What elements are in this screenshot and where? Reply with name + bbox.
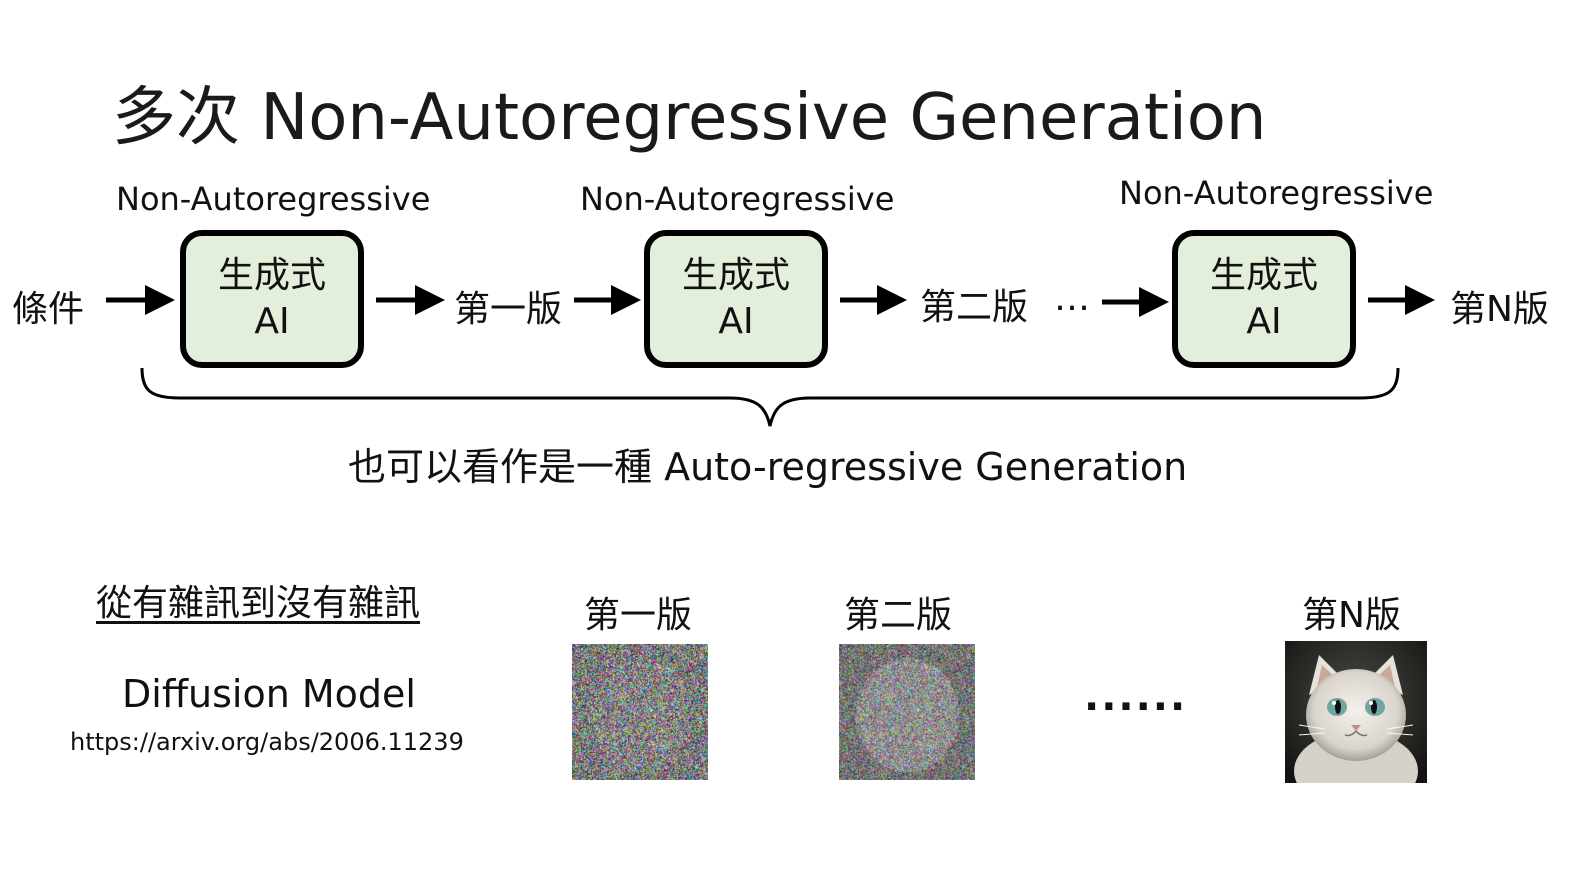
brace-caption: 也可以看作是一種 Auto-regressive Generation [348,445,1188,489]
noisy-image-2 [839,644,975,780]
flow-ellipsis: … [1054,278,1090,319]
condition-label: 條件 [12,289,85,330]
stage-label-2: Non-Autoregressive [580,180,895,218]
box-text-line2: AI [718,301,754,342]
box-text-line2: AI [254,301,290,342]
bottom-version-2-label: 第二版 [844,595,953,636]
cat-image [1285,641,1427,783]
curly-brace [140,367,1400,427]
version-2-label: 第二版 [920,287,1029,328]
noise-heading: 從有雜訊到沒有雜訊 [96,583,421,624]
generative-ai-box-2: 生成式 AI [644,230,828,368]
box-text-line2: AI [1246,301,1282,342]
box-text-line1: 生成式 [681,255,790,296]
stage-label-1: Non-Autoregressive [116,180,431,218]
noisy-image-1 [572,644,708,780]
generative-ai-box-1: 生成式 AI [180,230,364,368]
slide-title: 多次 Non-Autoregressive Generation [112,81,1267,155]
bottom-version-1-label: 第一版 [584,595,693,636]
box-text-line1: 生成式 [1209,255,1318,296]
version-1-label: 第一版 [454,289,563,330]
box-text-line1: 生成式 [217,255,326,296]
bottom-version-n-label: 第N版 [1302,595,1401,636]
model-name: Diffusion Model [122,672,416,716]
stage-label-3: Non-Autoregressive [1119,174,1434,212]
generative-ai-box-3: 生成式 AI [1172,230,1356,368]
paper-url: https://arxiv.org/abs/2006.11239 [70,728,464,756]
bottom-ellipsis: ...... [1084,674,1188,720]
version-n-label: 第N版 [1450,289,1549,330]
